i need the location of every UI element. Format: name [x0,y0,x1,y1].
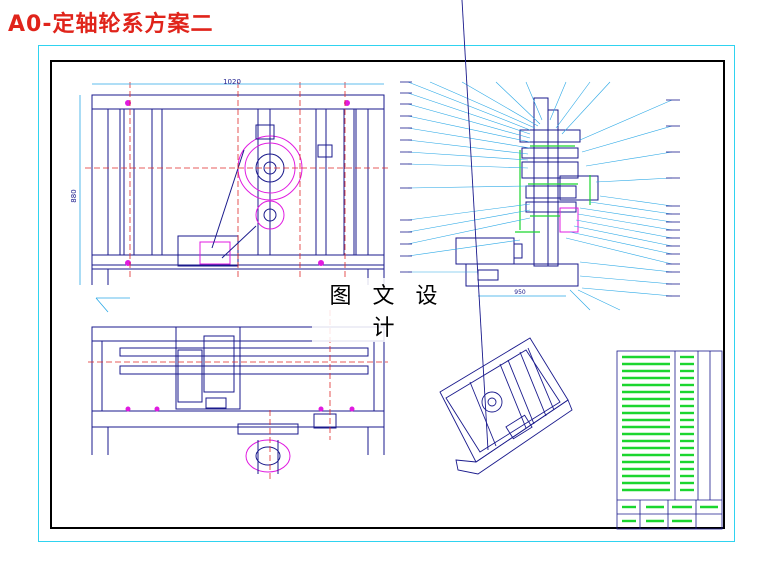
leader-lines-right [549,81,673,311]
side-view-highlights [515,145,591,233]
watermark: 图 文 设 计 [312,278,462,342]
drawing-frame [50,60,725,529]
plan-view [91,326,385,474]
title-block [616,350,723,530]
top-width-dimension: 1020 [223,78,241,86]
leader-lines-left [407,81,543,273]
leader-tags [400,81,680,297]
base-width-dimension: 950 [514,289,526,296]
title-block-rows [622,355,718,523]
side-view [455,97,599,287]
side-height-dimension: 880 [70,189,78,202]
page-title: A0-定轴轮系方案二 [8,12,214,37]
isometric-view [439,0,573,475]
